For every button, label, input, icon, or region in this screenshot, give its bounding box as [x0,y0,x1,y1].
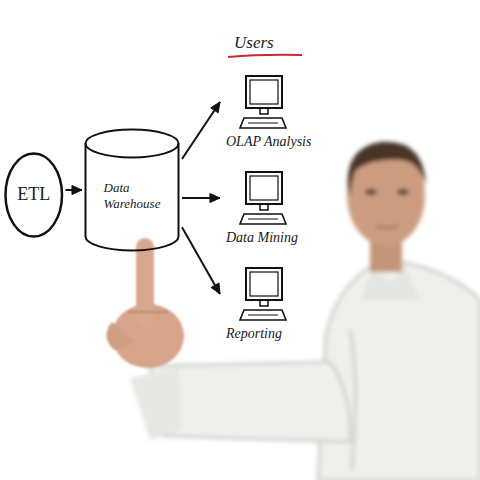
node-text-group: Data Warehouse [104,180,176,211]
node-label: Data Mining [226,230,298,247]
node-text-group: ETL [17,184,50,206]
arrow-head [72,186,82,195]
group-heading: Users [234,33,274,53]
arrow-head [211,283,220,294]
node-text-group: OLAP Analysis [226,134,311,151]
node-label: ETL [17,184,50,206]
computer-icon [222,266,292,324]
computer-icon [222,74,292,132]
node-text-group: Data Mining [226,230,298,247]
cylinder-outline [84,128,180,252]
computer-icon [222,170,292,228]
database-cylinder: Data Warehouse [84,128,180,252]
arrow-head [210,194,220,203]
arrow-head [211,102,220,113]
source-ellipse: ETL [4,152,64,238]
node-label: Reporting [226,326,282,343]
user-computer: Reporting [222,266,292,347]
cylinder-top [86,130,179,158]
red-underline [228,55,302,57]
node-text-group: Reporting [226,326,282,343]
user-computer: Data Mining [222,170,302,251]
node-label: Data Warehouse [104,180,176,211]
flow-arrow [182,102,220,159]
cylinder-body [86,144,179,251]
user-computer: OLAP Analysis [222,74,315,155]
flow-arrow [182,227,220,294]
ellipse-outline [6,154,63,237]
node-label: OLAP Analysis [226,134,311,151]
